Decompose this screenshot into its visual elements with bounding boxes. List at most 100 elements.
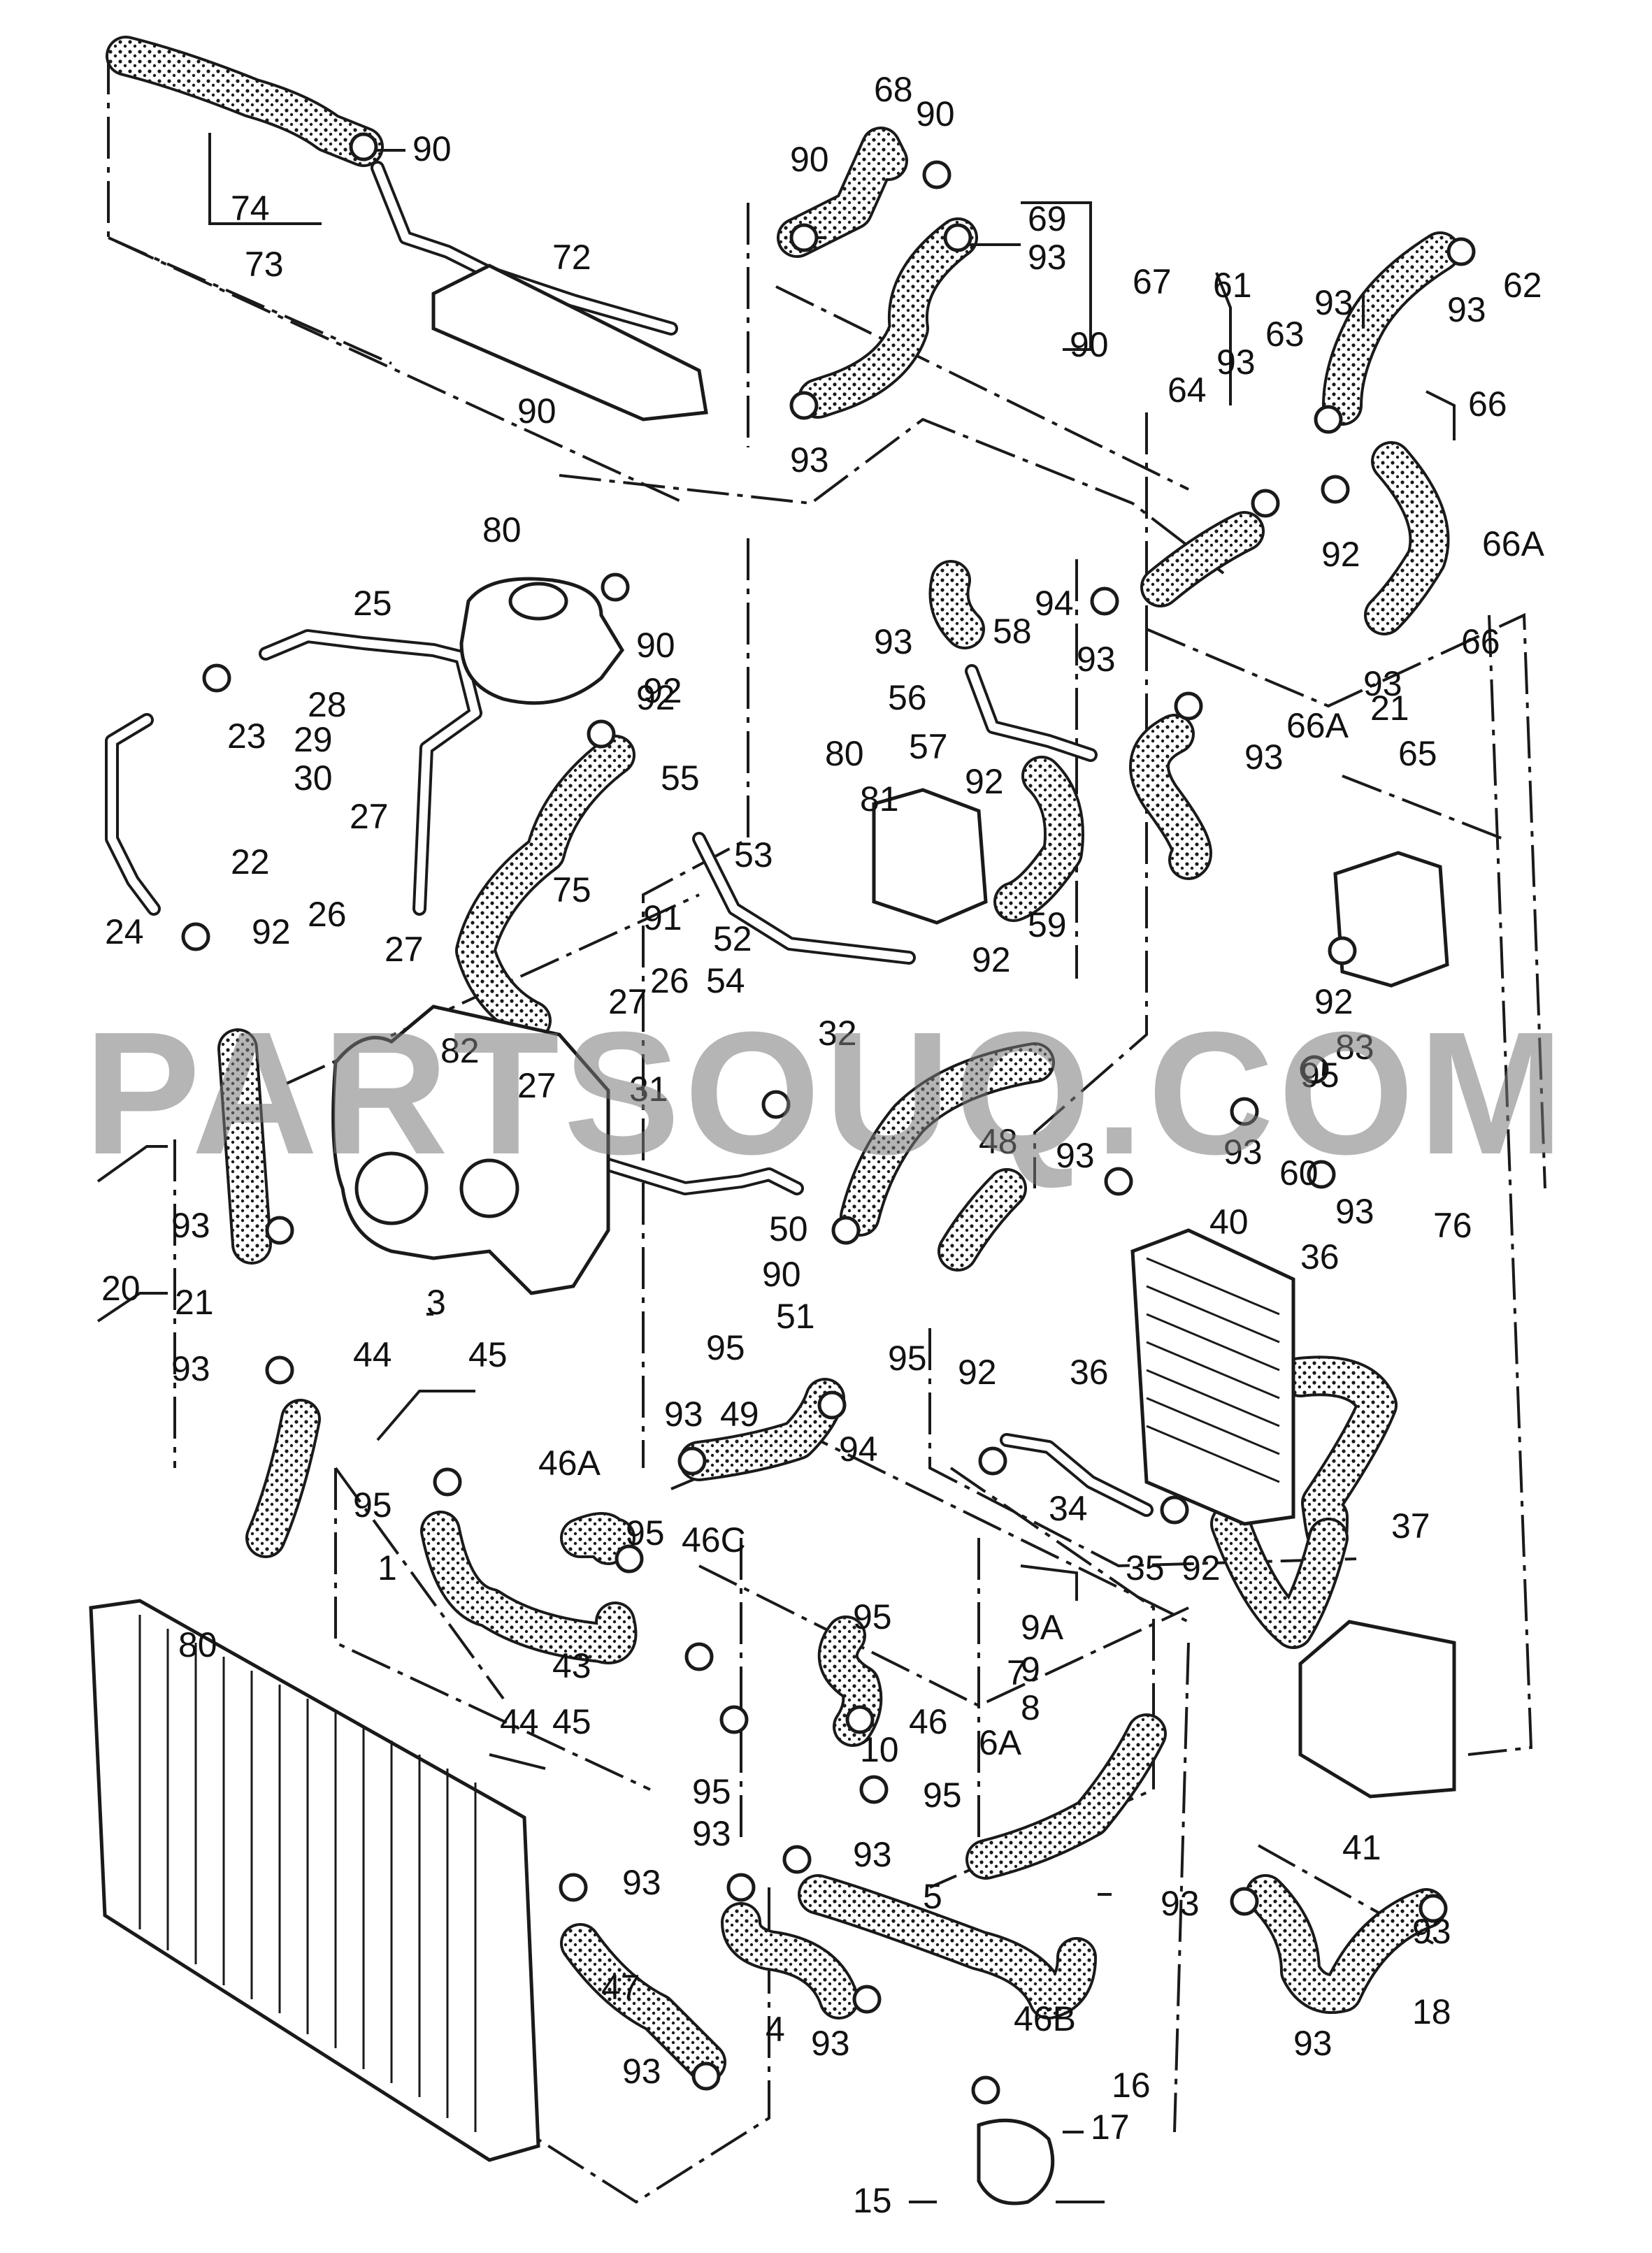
callout-label: 76: [1433, 1206, 1472, 1245]
callout-label: 93: [1028, 238, 1067, 277]
callout-label: 1: [378, 1548, 397, 1588]
callout-label: 93: [1412, 1912, 1451, 1951]
callout-label: 92: [636, 678, 675, 717]
callout-label: 93: [692, 1814, 731, 1853]
callout-label: 47: [601, 1968, 640, 2007]
callout-label: 24: [105, 912, 144, 951]
callout-label: 93: [171, 1349, 210, 1388]
callout-label: 3: [426, 1283, 446, 1322]
callout-label: 29: [294, 720, 333, 759]
intercooler: [1130, 1228, 1295, 1526]
callout-label: 18: [1412, 1992, 1451, 2031]
callout-label: 95: [692, 1772, 731, 1811]
callout-label: 40: [1209, 1202, 1249, 1241]
callout-label: 46A: [538, 1444, 601, 1483]
callout-label: 35: [1126, 1548, 1165, 1588]
callout-label: 62: [1503, 266, 1542, 305]
callout-label: 27: [517, 1066, 556, 1105]
callout-label: 7: [1007, 1653, 1026, 1692]
callout-label: 57: [909, 727, 948, 766]
expansion-tank: [459, 577, 625, 705]
callout-label: 93: [790, 440, 829, 480]
callout-label: 26: [308, 895, 347, 934]
callout-label: 20: [101, 1269, 141, 1308]
callout-label: 92: [958, 1353, 997, 1392]
callout-label: 90: [916, 94, 955, 134]
callout-label: 27: [608, 982, 647, 1021]
callout-label: 10: [860, 1730, 899, 1769]
callout-label: 93: [664, 1395, 703, 1434]
callout-label: 92: [965, 762, 1004, 801]
callout-label: 5: [923, 1877, 942, 1916]
callout-label: 37: [1391, 1506, 1430, 1546]
callout-label: 93: [1314, 283, 1353, 322]
callout-label: 15: [853, 2181, 892, 2220]
callout-label: 81: [860, 779, 899, 819]
radiator: [89, 1599, 540, 2162]
callout-label: 53: [734, 835, 773, 874]
callout-label: 90: [412, 129, 452, 168]
callout-label: 4: [766, 2010, 785, 2049]
callout-label: 30: [294, 758, 333, 798]
callout-label: 66: [1461, 622, 1500, 661]
callout-label: 72: [552, 238, 591, 277]
callout-label: 93: [1223, 1132, 1263, 1172]
callout-label: 73: [245, 245, 284, 284]
callout-label: 69: [1028, 199, 1067, 238]
callout-label: 91: [643, 898, 682, 937]
callout-label: 45: [468, 1335, 508, 1374]
callout-label: 93: [1244, 737, 1284, 777]
callout-label: 94: [1035, 584, 1074, 623]
callout-label: 93: [874, 622, 913, 661]
callout-label: 45: [552, 1702, 591, 1741]
callout-label: 80: [178, 1625, 217, 1664]
callout-label: 92: [1321, 535, 1360, 574]
callout-label: 46: [909, 1702, 948, 1741]
callout-label: 51: [776, 1297, 815, 1336]
callout-label: 93: [1335, 1192, 1374, 1231]
callout-label: 93: [1077, 640, 1116, 679]
callout-label: 92: [1314, 982, 1353, 1021]
callout-label: 48: [979, 1122, 1018, 1161]
callout-label: 16: [1112, 2066, 1151, 2105]
callout-label: 80: [482, 510, 522, 549]
leader-lines: [96, 133, 1456, 2203]
callout-label: 64: [1168, 370, 1207, 410]
callout-label: 21: [175, 1283, 214, 1322]
callout-label: 59: [1028, 905, 1067, 944]
callout-label: 92: [252, 912, 291, 951]
callout-label: 34: [1049, 1489, 1088, 1528]
callout-label: 41: [1342, 1828, 1381, 1867]
callout-label: 74: [231, 189, 270, 228]
callout-label: 56: [888, 678, 927, 717]
air-guide: [1298, 1620, 1456, 1799]
callout-label: 95: [923, 1776, 962, 1815]
oil-cooler: [872, 788, 988, 925]
callout-label: 46B: [1014, 1999, 1076, 2038]
callout-label: 32: [818, 1014, 857, 1053]
callout-label: 66A: [1482, 524, 1545, 563]
callout-labels: 90 74 73 72 90 68 90 90 69 93 67 90 93 6…: [101, 70, 1545, 2220]
callout-label: 60: [1279, 1153, 1319, 1193]
callout-label: 93: [811, 2024, 850, 2063]
callout-label: 90: [517, 391, 556, 431]
callout-label: 21: [1370, 689, 1409, 728]
callout-label: 54: [706, 961, 745, 1000]
callout-label: 83: [1335, 1028, 1374, 1067]
callout-label: 28: [308, 685, 347, 724]
callout-label: 27: [350, 797, 389, 836]
callout-label: 92: [972, 940, 1011, 979]
callout-label: 94: [839, 1430, 878, 1469]
callout-label: 93: [853, 1835, 892, 1874]
callout-label: 27: [385, 930, 424, 969]
callout-label: 66: [1468, 384, 1507, 424]
callout-label: 93: [1056, 1136, 1095, 1175]
callout-label: 93: [622, 1863, 661, 1902]
callout-label: 9: [1021, 1650, 1040, 1689]
callout-label: 26: [650, 961, 689, 1000]
callout-label: 67: [1133, 262, 1172, 301]
callout-label: 8: [1021, 1688, 1040, 1727]
callout-label: 44: [353, 1335, 392, 1374]
callout-label: 95: [888, 1339, 927, 1378]
